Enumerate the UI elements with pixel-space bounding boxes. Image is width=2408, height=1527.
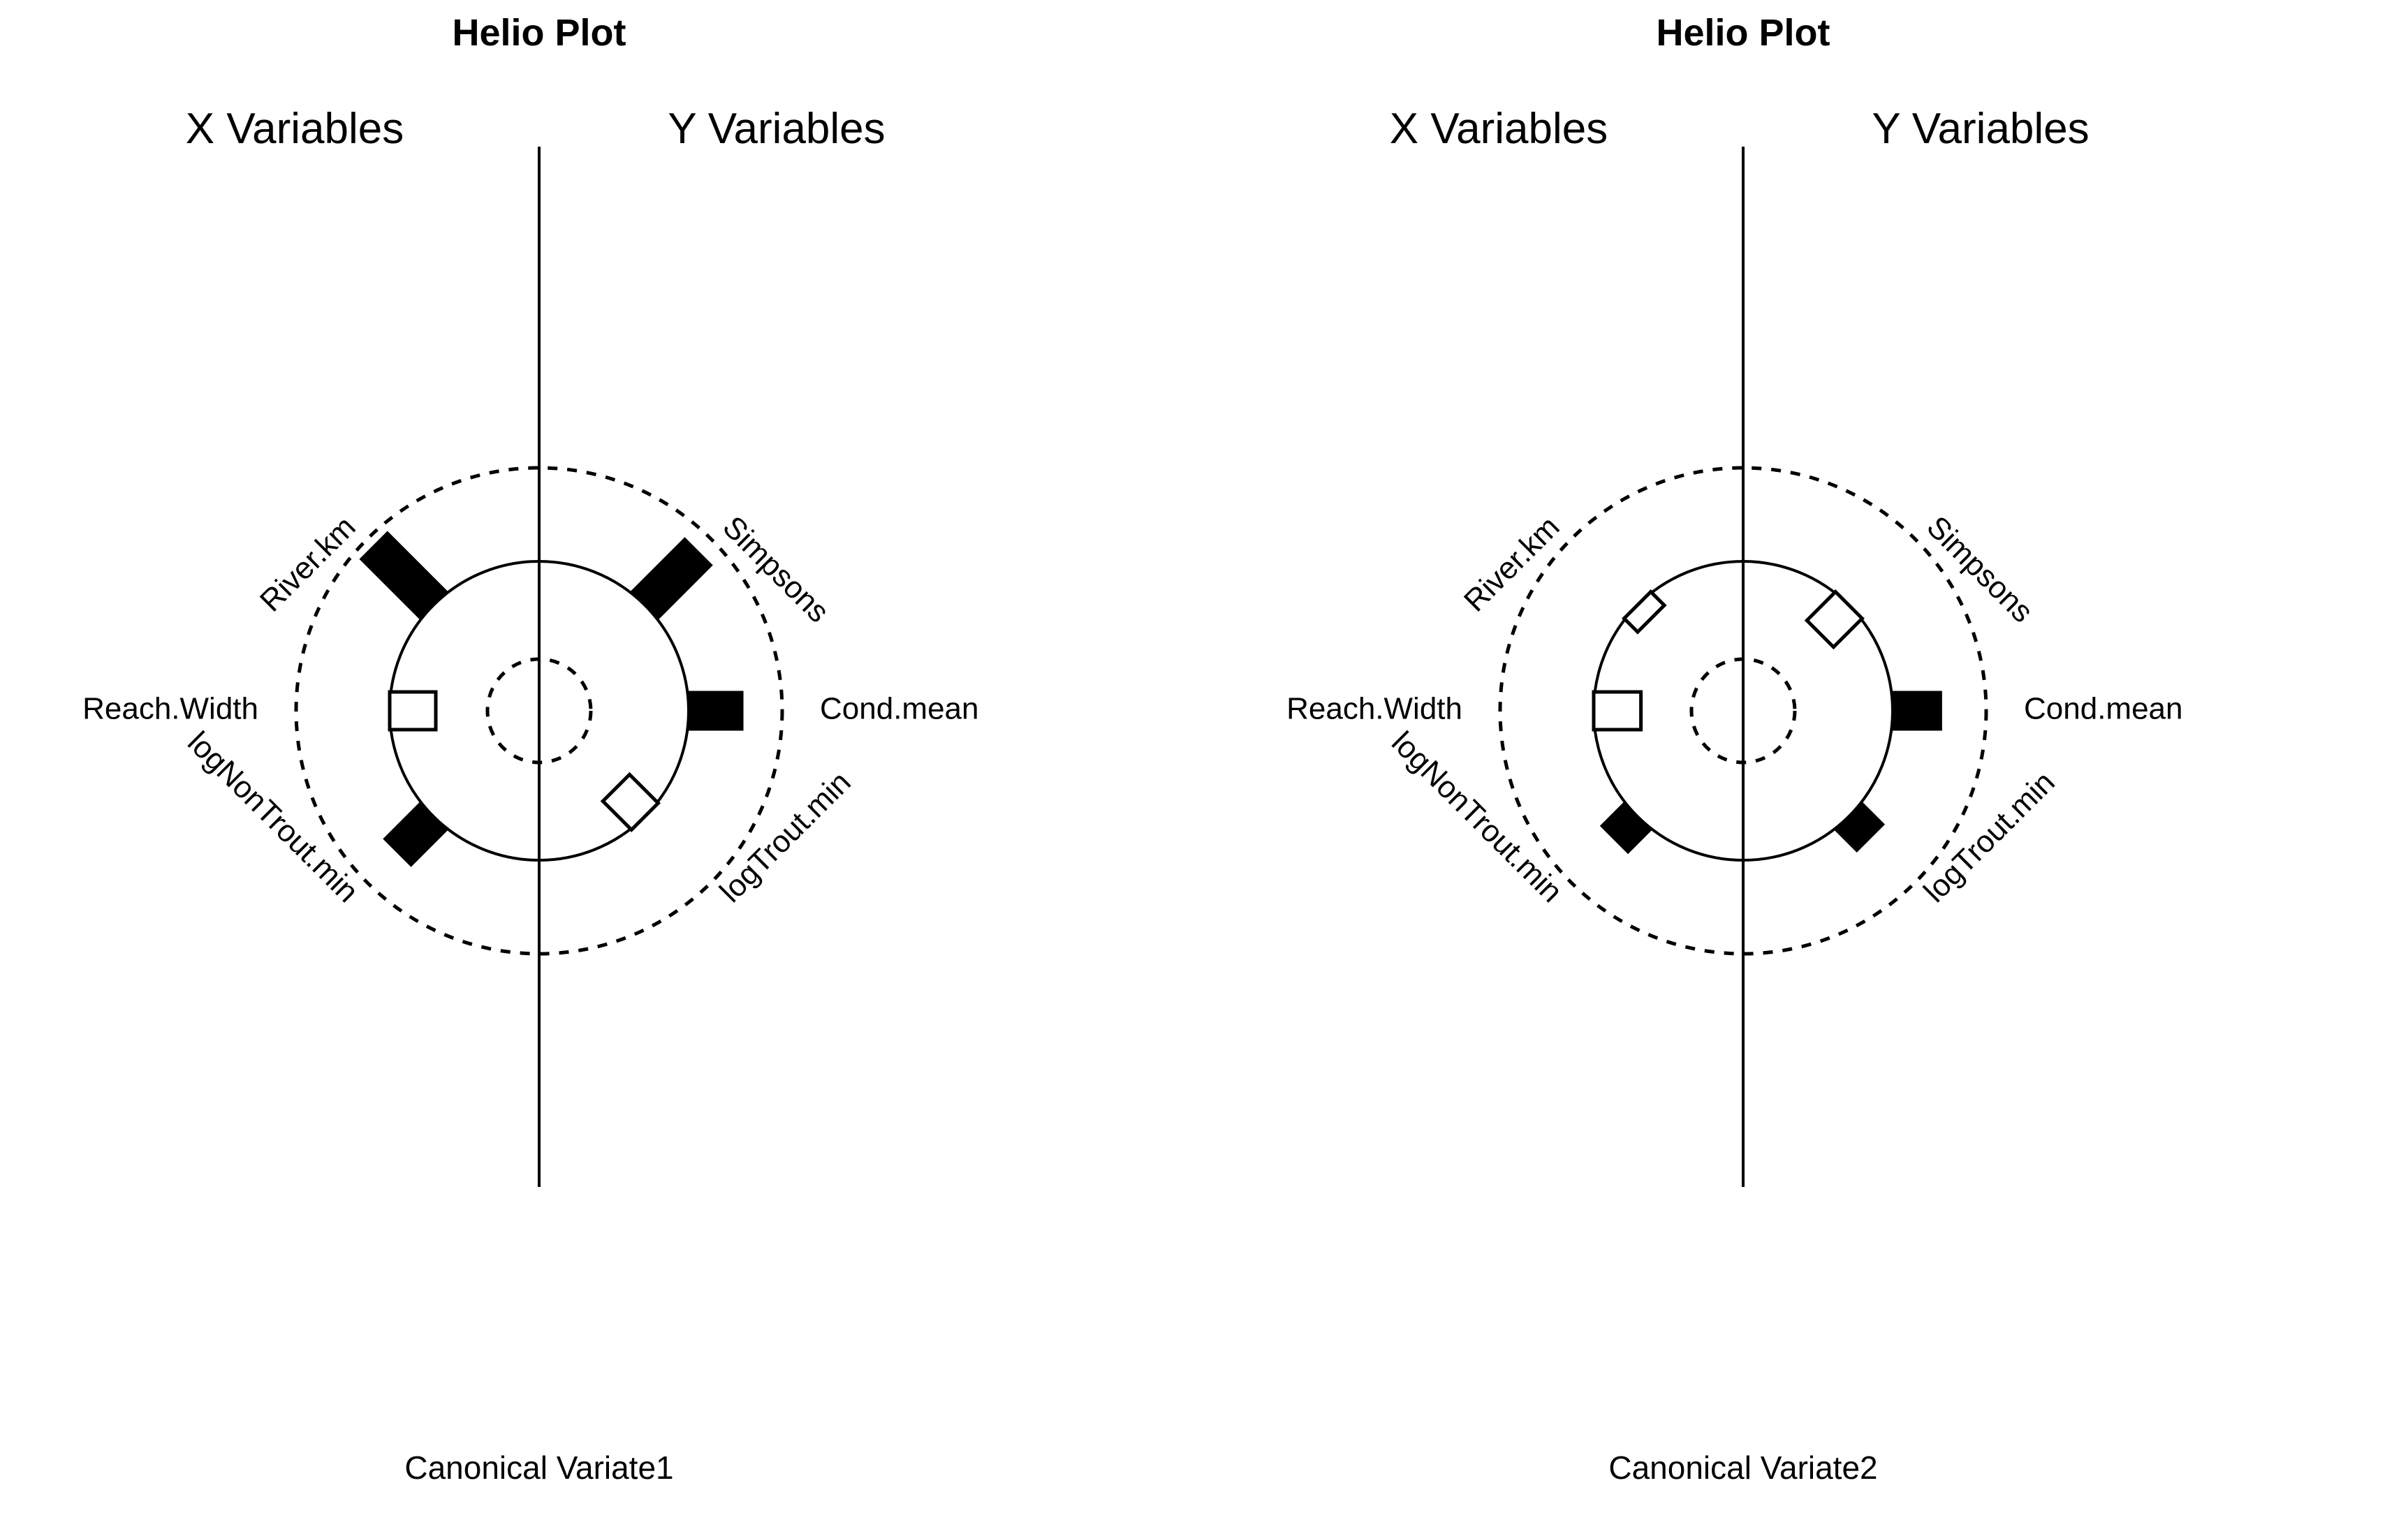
- helio-bar-lognontrout-min: [1599, 802, 1652, 855]
- variable-label-cond-mean: Cond.mean: [2024, 692, 2182, 726]
- helio-bar-cond-mean: [1891, 691, 1942, 731]
- helio-bar-reach-width: [388, 690, 438, 732]
- group-heading-y: Y Variables: [668, 105, 885, 153]
- helio-bar-logtrout-min: [1834, 802, 1886, 853]
- variable-label-logtrout-min: logTrout.min: [713, 765, 857, 909]
- variable-label-logtrout-min: logTrout.min: [1917, 765, 2061, 909]
- plot-title: Helio Plot: [452, 12, 626, 54]
- variable-label-simpsons: Simpsons: [1920, 510, 2039, 629]
- inner-reference-circle: [1689, 657, 1797, 765]
- helio-bar-reach-width: [1592, 690, 1643, 732]
- variable-label-lognontrout-min: logNonTrout.min: [181, 725, 365, 909]
- variable-label-simpsons: Simpsons: [716, 510, 835, 629]
- outer-reference-circle: [1498, 466, 1988, 956]
- inner-reference-circle: [485, 657, 593, 765]
- helio-bar-logtrout-min: [600, 772, 661, 832]
- helio-bar-river-km: [359, 531, 448, 620]
- helio-bar-lognontrout-min: [383, 802, 448, 867]
- group-heading-x: X Variables: [186, 105, 404, 153]
- variable-label-reach-width: Reach.Width: [1286, 692, 1462, 726]
- panel-caption: Canonical Variate1: [404, 1449, 673, 1486]
- helio-bar-simpsons: [1804, 589, 1865, 650]
- plot-title: Helio Plot: [1656, 12, 1830, 54]
- helio-bar-river-km: [1622, 589, 1667, 635]
- variable-label-lognontrout-min: logNonTrout.min: [1385, 725, 1569, 909]
- group-heading-y: Y Variables: [1872, 105, 2089, 153]
- group-heading-x: X Variables: [1390, 105, 1608, 153]
- helio-bar-simpsons: [630, 537, 713, 620]
- helio-bar-cond-mean: [687, 691, 744, 731]
- variable-label-reach-width: Reach.Width: [82, 692, 258, 726]
- panel-caption: Canonical Variate2: [1608, 1449, 1877, 1486]
- variable-label-cond-mean: Cond.mean: [820, 692, 978, 726]
- outer-reference-circle: [294, 466, 784, 956]
